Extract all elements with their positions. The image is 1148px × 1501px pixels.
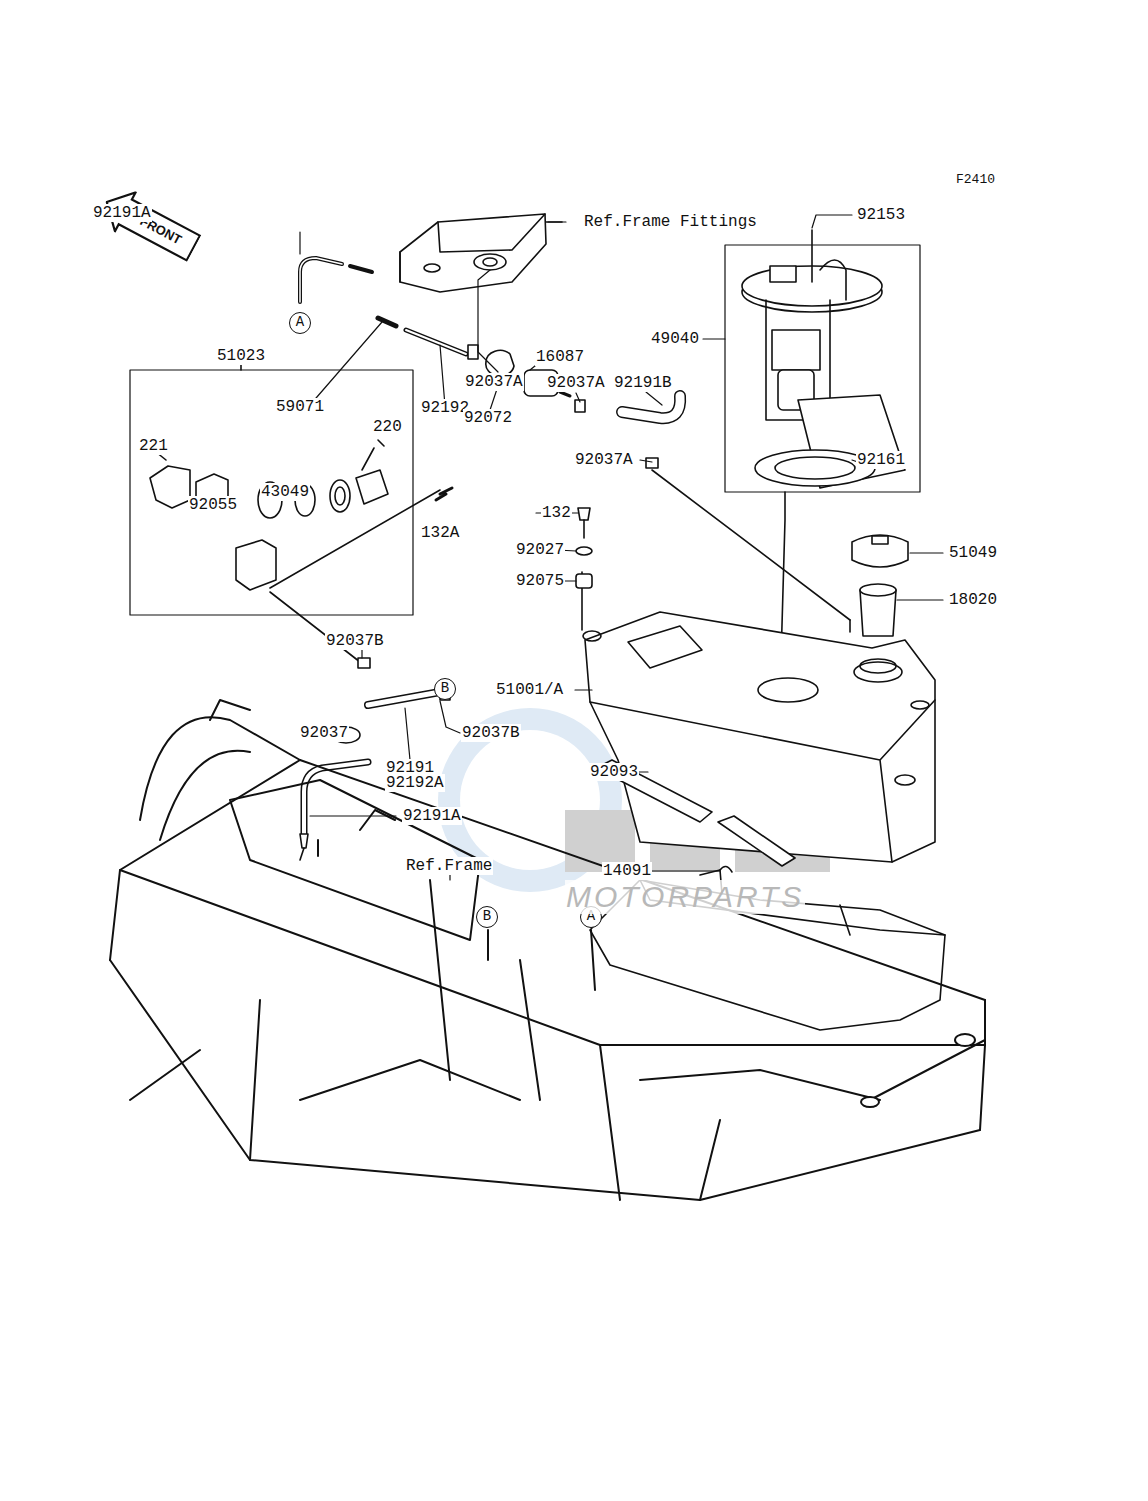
fuel-hoses (300, 258, 850, 632)
callout-number: 92037B (461, 724, 521, 742)
fuel-cock-parts (130, 365, 452, 662)
callout-number: 43049 (260, 483, 310, 501)
callout-number: 92055 (188, 496, 238, 514)
reference-mark: B (476, 906, 498, 928)
frame-fitting-bracket (400, 214, 562, 292)
callout-number: 14091 (602, 862, 652, 880)
callout-number: 92037A (574, 451, 634, 469)
reference-letter: A (290, 313, 310, 333)
reference-letter: B (477, 907, 497, 927)
callout-number: 92037 (299, 724, 349, 742)
callout-number: 92037B (325, 632, 385, 650)
reference-mark: B (434, 678, 456, 700)
reference-mark: A (289, 312, 311, 334)
fuel-tank (582, 572, 935, 862)
callout-number: 92153 (856, 206, 906, 224)
callout-number: Ref.Frame Fittings (583, 213, 758, 231)
callout-number: 51023 (216, 347, 266, 365)
callout-number: 92037A (546, 374, 606, 392)
watermark: MOTORPARTS (565, 880, 805, 914)
tank-cap (852, 535, 908, 636)
callout-number: 132A (420, 524, 460, 542)
callout-number: 92161 (856, 451, 906, 469)
leader-lines (300, 215, 943, 880)
vehicle-frame (110, 700, 985, 1200)
callout-number: 18020 (948, 591, 998, 609)
figure-code: F2410 (955, 172, 996, 187)
callout-number: 132 (541, 504, 572, 522)
part-group-box: 510232212209205543049 (130, 370, 413, 615)
tank-mount-parts (576, 508, 592, 588)
callout-number: 221 (138, 437, 169, 455)
callout-number: 220 (372, 418, 403, 436)
callout-number: 16087 (535, 348, 585, 366)
callout-number: 92191B (613, 374, 673, 392)
callout-number: 49040 (650, 330, 700, 348)
fuel-pump (725, 230, 920, 695)
callout-number: 51001/A (495, 681, 564, 699)
callout-number: 92075 (515, 572, 565, 590)
front-arrow: FRONT (95, 181, 205, 269)
lower-hoses (300, 658, 450, 860)
callout-number: 92192A (385, 774, 445, 792)
callout-number: 92037A (464, 373, 524, 391)
reference-letter: B (435, 679, 455, 699)
callout-number: 92191A (92, 204, 152, 222)
callout-number: Ref.Frame (405, 857, 493, 875)
callout-number: 92072 (463, 409, 513, 427)
callout-number: 92093 (589, 763, 639, 781)
callout-number: 92191A (402, 807, 462, 825)
callout-number: 92027 (515, 541, 565, 559)
callout-number: 51049 (948, 544, 998, 562)
callout-number: 59071 (275, 398, 325, 416)
